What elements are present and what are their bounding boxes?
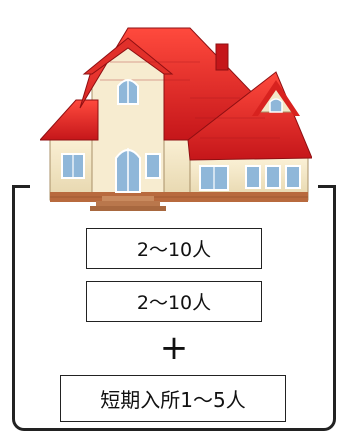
bracket-frame — [12, 185, 336, 431]
short-stay-box: 短期入所1〜5人 — [60, 375, 286, 422]
capacity-box-1: 2〜10人 — [86, 228, 262, 269]
house-icon — [40, 27, 312, 211]
capacity-box-2: 2〜10人 — [86, 281, 262, 322]
plus-sign: + — [159, 328, 189, 368]
capacity-label-1: 2〜10人 — [136, 239, 212, 261]
capacity-label-2: 2〜10人 — [136, 292, 212, 314]
short-stay-label: 短期入所1〜5人 — [100, 388, 246, 412]
